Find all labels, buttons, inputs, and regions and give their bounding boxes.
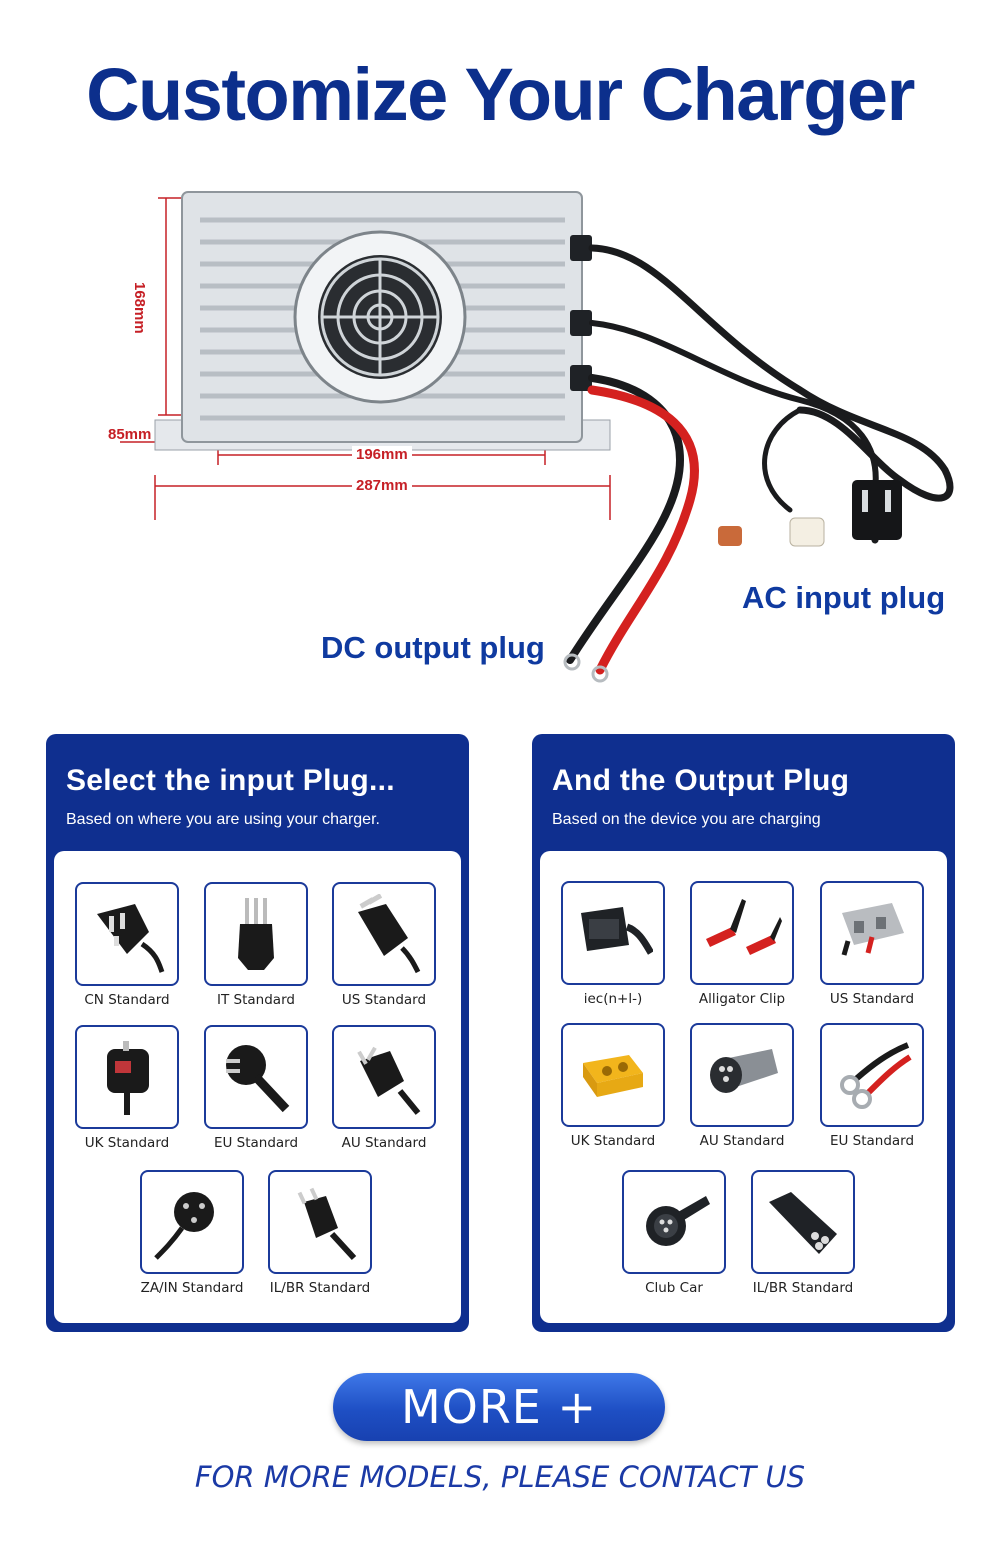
- input-panel-subheading: Based on where you are using your charge…: [66, 811, 380, 828]
- output-panel-heading: And the Output Plug: [552, 764, 850, 797]
- input-plug-label: US Standard: [341, 992, 427, 1008]
- output-plug-label: UK Standard: [570, 1133, 656, 1149]
- input-plug-label: CN Standard: [84, 992, 170, 1008]
- output-plug-option[interactable]: IL/BR Standard: [751, 1170, 855, 1296]
- input-plug-option[interactable]: UK Standard: [75, 1025, 179, 1151]
- anderson-connector-icon: [841, 903, 904, 956]
- dc-output-callout: DC output plug: [321, 630, 545, 665]
- more-button[interactable]: MORE +: [333, 1373, 665, 1441]
- page-title: Customize Your Charger: [86, 53, 915, 136]
- output-plug-option[interactable]: iec(n+l-): [561, 881, 665, 1007]
- input-plug-option[interactable]: CN Standard: [75, 882, 179, 1008]
- output-plug-option[interactable]: AU Standard: [690, 1023, 794, 1149]
- output-panel-subheading: Based on the device you are charging: [552, 811, 821, 828]
- iec-connector-icon: [581, 907, 653, 955]
- output-plug-label: Alligator Clip: [698, 991, 786, 1007]
- us-plug-icon: [358, 894, 421, 974]
- il-br-plug-icon: [297, 1187, 357, 1261]
- input-plug-option[interactable]: EU Standard: [204, 1025, 308, 1151]
- eu-plug-icon: [226, 1045, 290, 1113]
- outer-width-dimension: 287mm: [352, 477, 412, 494]
- xt-connector-icon: [583, 1055, 643, 1097]
- uk-plug-icon: [107, 1041, 149, 1115]
- input-plug-panel: Select the input Plug... Based on where …: [46, 734, 469, 1332]
- output-plug-label: IL/BR Standard: [752, 1280, 854, 1296]
- cn-plug-icon: [97, 904, 165, 973]
- round-connector-icon: [710, 1049, 778, 1093]
- output-plug-label: AU Standard: [699, 1133, 785, 1149]
- depth-dimension: 85mm: [108, 426, 152, 443]
- input-plug-option[interactable]: IL/BR Standard: [268, 1170, 372, 1296]
- input-plug-label: IL/BR Standard: [269, 1280, 371, 1296]
- input-plug-label: EU Standard: [213, 1135, 299, 1151]
- za-in-plug-icon: [154, 1192, 214, 1260]
- input-plug-option[interactable]: US Standard: [332, 882, 436, 1008]
- input-plug-option[interactable]: IT Standard: [204, 882, 308, 1008]
- output-plug-label: EU Standard: [829, 1133, 915, 1149]
- output-plug-label: Club Car: [645, 1280, 703, 1296]
- height-dimension: 168mm: [131, 282, 148, 334]
- tri-pin-plug-icon: [769, 1192, 837, 1254]
- it-plug-icon: [238, 898, 274, 970]
- output-plug-panel: And the Output Plug Based on the device …: [532, 734, 955, 1332]
- output-plug-label: iec(n+l-): [583, 991, 643, 1007]
- output-plug-option[interactable]: Club Car: [622, 1170, 726, 1296]
- output-plug-option[interactable]: US Standard: [820, 881, 924, 1007]
- input-plug-label: IT Standard: [217, 992, 295, 1008]
- input-plug-label: UK Standard: [84, 1135, 170, 1151]
- input-panel-heading: Select the input Plug...: [66, 764, 395, 797]
- charger-illustration: 168mm 85mm 196mm 287mm AC input plug DC …: [100, 180, 980, 700]
- ac-input-callout: AC input plug: [742, 580, 946, 615]
- input-plug-label: ZA/IN Standard: [140, 1280, 244, 1296]
- input-plug-label: AU Standard: [341, 1135, 427, 1151]
- charger-image: [120, 191, 954, 683]
- output-plug-option[interactable]: UK Standard: [561, 1023, 665, 1149]
- input-plug-grid: CN Standard IT Standard US Standard UK S…: [54, 851, 461, 1323]
- output-plug-option[interactable]: Alligator Clip: [690, 881, 794, 1007]
- inner-width-dimension: 196mm: [352, 446, 412, 463]
- au-plug-icon: [357, 1046, 421, 1115]
- output-plug-grid: iec(n+l-) Alligator Clip US Standard UK …: [540, 851, 947, 1323]
- alligator-clip-icon: [706, 899, 782, 955]
- ring-terminal-icon: [840, 1042, 912, 1109]
- contact-footer-text: FOR MORE MODELS, PLEASE CONTACT US: [194, 1460, 806, 1494]
- club-car-plug-icon: [646, 1196, 710, 1246]
- input-plug-option[interactable]: ZA/IN Standard: [140, 1170, 244, 1296]
- output-plug-option[interactable]: EU Standard: [820, 1023, 924, 1149]
- output-plug-label: US Standard: [829, 991, 915, 1007]
- input-plug-option[interactable]: AU Standard: [332, 1025, 436, 1151]
